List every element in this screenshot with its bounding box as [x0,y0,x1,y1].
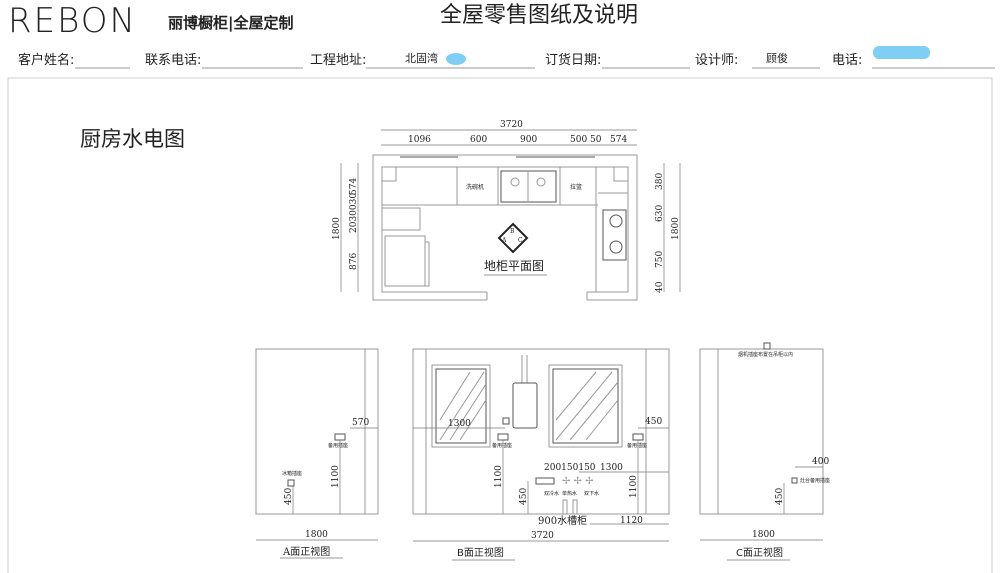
info-row: 客户姓名: 联系电话: 工程地址: 北固湾 订货日期: 设计师: 顾俊 电话: [18,46,995,69]
dim-left: 876 [349,253,359,270]
socket-label: 灶台备用插座 [800,477,830,484]
basket-label: 拉篮 [570,183,582,191]
dim-top: 574 [610,135,627,145]
dim: 450 [645,417,662,427]
floor-plan: 3720 1096 600 900 500 50 574 洗碗机 拉篮 B A [332,120,681,301]
dim: 1100 [331,465,341,488]
order-date-label: 订货日期: [545,52,601,68]
dim-top: 50 [590,135,602,145]
dim-right: 750 [655,251,665,268]
dim: 3720 [531,531,554,541]
phone-label: 电话: [832,53,862,68]
address-label: 工程地址: [310,53,366,68]
socket-label: 备用插座 [627,442,647,449]
elevation-a: 备用插座 冰箱插座 570 1100 450 1800 A面正视图 [255,348,379,559]
dim-left: 574 [349,178,359,195]
svg-text:C: C [518,237,523,244]
dim-top-total: 3720 [500,120,523,130]
elevation-c: 烟机插座布置在吊柜以内 400 灶台备用插座 450 1800 C面正视图 [699,342,830,561]
dim: 400 [812,457,829,467]
dim: 1800 [752,530,775,540]
dim: 200150150 [544,463,596,473]
contact-phone-label: 联系电话: [145,53,201,68]
dim-top: 500 [570,135,587,145]
view-compass-icon: B A C [497,222,529,254]
dim-right: 630 [655,205,665,222]
drawing-frame [7,77,993,573]
address-value: 北固湾 [405,51,438,65]
dim-right-total: 1800 [671,217,681,240]
dim-top: 1096 [408,135,431,145]
dim-left: 2030030 [349,193,359,233]
brand-tagline: 丽博橱柜|全屋定制 [168,14,293,33]
designer-label: 设计师: [695,53,738,68]
socket-note: 烟机插座布置在吊柜以内 [738,351,793,358]
elevation-a-caption: A面正视图 [282,545,330,558]
dim: 450 [284,488,294,505]
dim: 1300 [600,463,623,473]
plan-caption: 地柜平面图 [484,259,544,273]
document-title: 全屋零售图纸及说明 [440,3,638,28]
dim: 1100 [629,475,639,498]
customer-name-label: 客户姓名: [18,52,74,68]
socket-label: 备用插座 [492,442,512,449]
pipe-label: 双下水 [584,490,599,497]
redaction-mark [873,46,930,59]
dim: 450 [775,488,785,505]
dim: 570 [352,418,369,428]
dim-right: 380 [655,173,665,190]
section-title: 厨房水电图 [80,127,185,151]
elevation-b-caption: B面正视图 [457,546,504,559]
elevation-b: 备用插座 备用插座 1300 450 1100 1100 200150150 1… [412,348,670,561]
dim: 1300 [448,419,471,429]
sink-cabinet-label: 900水槽柜 [538,514,587,527]
dim: 1800 [305,530,328,540]
dim-top: 900 [520,135,537,145]
dim-top: 600 [470,135,487,145]
dim-right: 40 [655,281,665,293]
svg-text:A: A [501,237,507,244]
brand-logo: REBON [8,1,137,41]
elevation-c-caption: C面正视图 [736,546,783,559]
pipe-label: 双冷水 [544,490,559,497]
redaction-mark [446,53,466,65]
svg-text:B: B [510,228,515,235]
dim: 1120 [620,516,643,526]
socket-label: 冰箱插座 [282,470,302,477]
dim: 450 [519,488,529,505]
dim: 1100 [494,465,504,488]
dim-left-total: 1800 [332,217,342,240]
pipe-label: 单热水 [562,490,577,497]
svg-text:✢ ✢ ✢: ✢ ✢ ✢ [562,476,594,487]
designer-value: 顾俊 [766,51,788,65]
socket-label: 备用插座 [328,442,348,449]
dishwasher-label: 洗碗机 [466,183,484,191]
water-heater-icon [512,382,538,429]
